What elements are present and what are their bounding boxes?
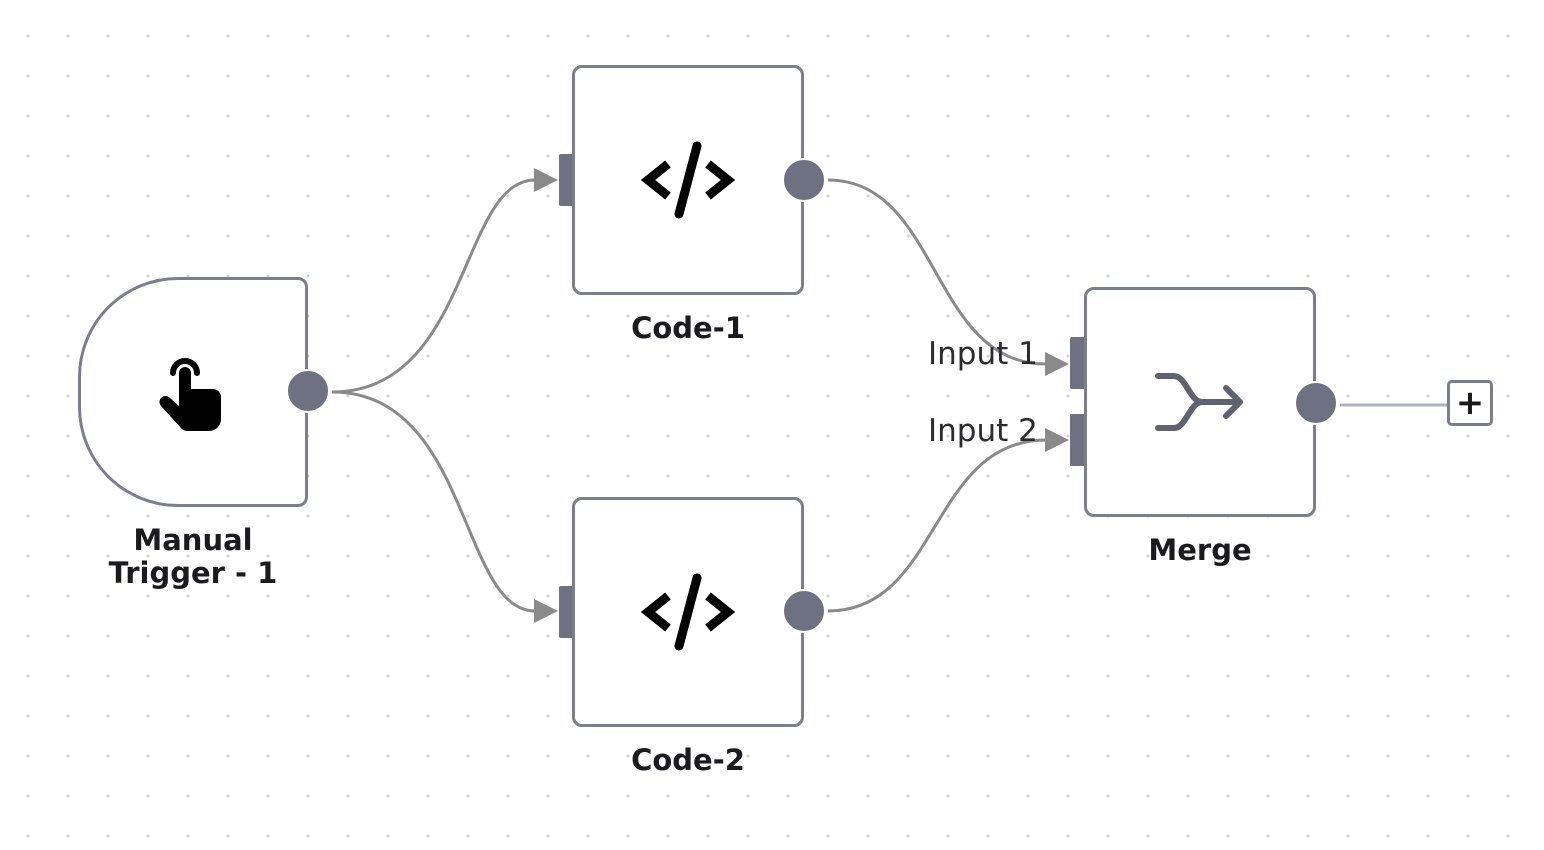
node-label-code-1: Code-1 xyxy=(631,311,745,345)
arrowhead xyxy=(1045,352,1069,376)
connection-code-1-to-merge[interactable] xyxy=(827,178,1047,366)
code-2-output-handle[interactable] xyxy=(782,589,826,633)
hand-pointer-icon xyxy=(81,280,305,504)
code-icon xyxy=(575,68,801,292)
node-label-manual-trigger: Manual Trigger - 1 xyxy=(108,523,278,590)
connection-trigger-to-code-1[interactable] xyxy=(331,178,536,394)
arrowhead xyxy=(1045,428,1069,452)
code-2-input-handle[interactable] xyxy=(559,586,573,638)
add-node-button[interactable]: + xyxy=(1447,380,1493,426)
merge-icon xyxy=(1087,290,1313,514)
code-1-input-handle[interactable] xyxy=(559,154,573,206)
code-1-output-handle[interactable] xyxy=(782,158,826,202)
merge-output-handle[interactable] xyxy=(1294,381,1338,425)
node-label-merge: Merge xyxy=(1148,533,1252,567)
node-merge[interactable] xyxy=(1084,287,1316,517)
merge-input-2-handle[interactable] xyxy=(1070,414,1084,466)
merge-input-1-handle[interactable] xyxy=(1070,337,1084,389)
code-icon xyxy=(575,500,801,724)
node-manual-trigger[interactable] xyxy=(78,277,308,507)
connection-trigger-to-code-2[interactable] xyxy=(331,390,536,613)
node-code-1[interactable] xyxy=(572,65,804,295)
connection-code-2-to-merge[interactable] xyxy=(827,438,1047,613)
manual-trigger-output-handle[interactable] xyxy=(286,369,330,413)
arrowhead xyxy=(534,168,558,192)
node-code-2[interactable] xyxy=(572,497,804,727)
merge-input-1-label: Input 1 xyxy=(928,336,1038,372)
arrowhead xyxy=(534,599,558,623)
merge-input-2-label: Input 2 xyxy=(928,413,1038,449)
node-label-code-2: Code-2 xyxy=(631,743,745,777)
